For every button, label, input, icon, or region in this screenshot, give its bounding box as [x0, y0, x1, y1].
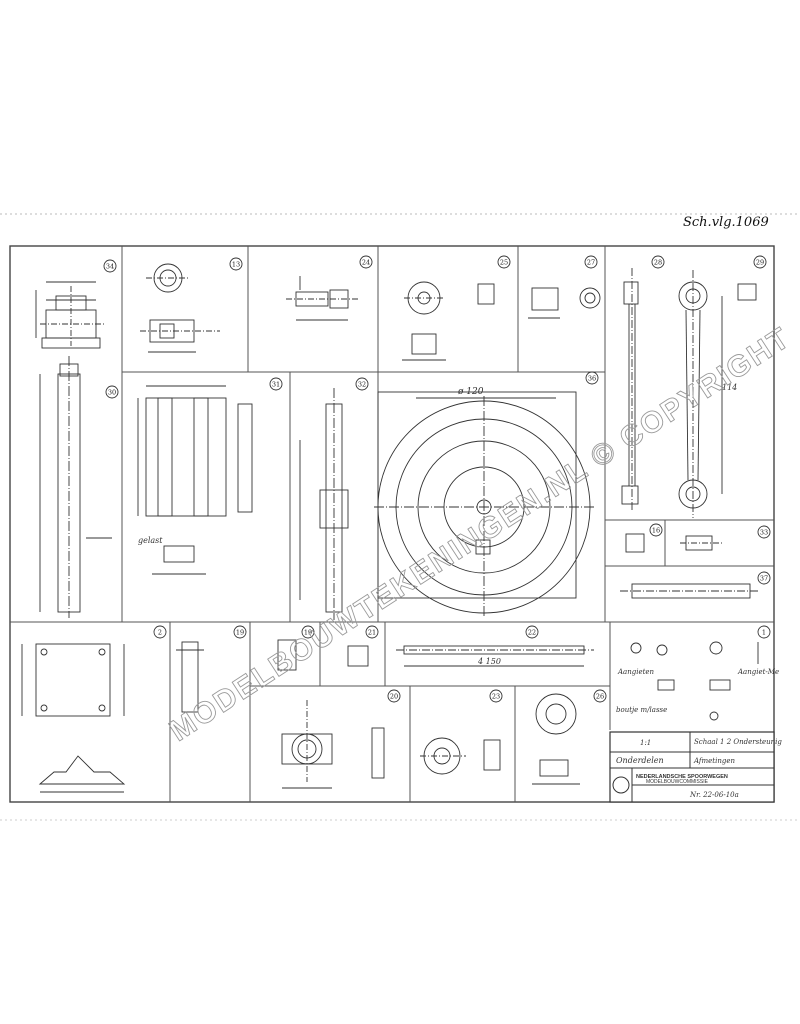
note-boutje: boutje m/lasse: [616, 706, 667, 714]
part-number-label: 32: [358, 381, 366, 389]
rod-length-label: 114: [722, 383, 737, 392]
part-number-p-i: 31: [269, 377, 283, 391]
part-number-p-h: 30: [105, 385, 119, 399]
wheel-diameter-label: ø 120: [457, 387, 484, 397]
part-number-p-s: 1: [757, 625, 771, 639]
title-scale: 1:1: [640, 739, 651, 747]
annotations: ø 120 114 4 150 gelast Aangieten Aangiet…: [138, 383, 779, 714]
part-number-label: 37: [760, 575, 768, 583]
top-left-detail: [35, 263, 757, 518]
part-number-p-v: 26: [593, 689, 607, 703]
part-number-p-m: 33: [757, 525, 771, 539]
part-number-p-n: 37: [757, 571, 771, 585]
welded-label: gelast: [138, 536, 163, 545]
sheet-frame: [9, 245, 775, 803]
part-number-label: 23: [492, 693, 500, 701]
part-number-p-o: 19: [233, 625, 247, 639]
part-number-p-l: 16: [649, 523, 663, 537]
part-number-p-g: 29: [753, 255, 767, 269]
part-number-label: 13: [232, 261, 240, 269]
part-number-label: 21: [368, 629, 376, 637]
part-number-label: 19: [236, 629, 244, 637]
part-number-p-d: 25: [497, 255, 511, 269]
part-number-p-u: 23: [489, 689, 503, 703]
part-number-p-p: 19: [301, 625, 315, 639]
part-number-p-c: 24: [359, 255, 373, 269]
title-dimensions: Afmetingen: [693, 757, 735, 765]
part-number-label: 2: [158, 629, 162, 637]
part-number-label: 36: [588, 375, 596, 383]
part-number-label: 33: [760, 529, 768, 537]
title-number: Nr. 22-06-10a: [689, 791, 739, 799]
part-number-p-t: 20: [387, 689, 401, 703]
part-number-label: 31: [272, 381, 280, 389]
part-number-label: 30: [108, 389, 116, 397]
part-number-label: 16: [652, 527, 660, 535]
middle-detail: [39, 356, 760, 620]
bottom-detail: [21, 639, 759, 793]
note-aangiet-me: Aangiet-Me: [737, 668, 779, 676]
part-number-p-r: 22: [525, 625, 539, 639]
part-number-p-e: 27: [584, 255, 598, 269]
title-parts: Onderdelen: [616, 756, 664, 765]
part-number-label: 19: [304, 629, 312, 637]
title-org-2: MODELBOUWCOMMISSIE: [646, 779, 709, 785]
part-number-label: 26: [596, 693, 604, 701]
part-number-p-a: 34: [103, 259, 117, 273]
title-org-1: NEDERLANDSCHE SPOORWEGEN: [636, 774, 728, 780]
part-number-label: 24: [362, 259, 370, 267]
part-number-label: 25: [500, 259, 508, 267]
part-number-markers: 34 13 24 25 27 28 29 30 31 32 36 16 33 37 19 19 21 22 1 20 2…: [103, 255, 771, 703]
title-description: Schaal 1 2 Ondersteunig: [694, 738, 782, 746]
part-number-p-q: 21: [365, 625, 379, 639]
part-number-label: 22: [528, 629, 536, 637]
part-number-p-j: 32: [355, 377, 369, 391]
part-number-label: 27: [587, 259, 595, 267]
part-number-label: 28: [654, 259, 662, 267]
part-number-label: 34: [106, 263, 114, 271]
title-block: 1:1 Schaal 1 2 Ondersteunig Onderdelen A…: [609, 731, 782, 803]
part-number-p-b: 13: [229, 257, 243, 271]
part-number-label: 20: [390, 693, 398, 701]
part-number-label: 1: [762, 629, 766, 637]
rail-length-label: 4 150: [477, 657, 501, 666]
part-number-p-f: 28: [651, 255, 665, 269]
part-number-p-w: 2: [153, 625, 167, 639]
part-number-label: 29: [756, 259, 764, 267]
handwritten-note: Sch.vlg.1069: [683, 215, 769, 230]
note-aangieten: Aangieten: [617, 668, 655, 676]
part-number-p-k: 36: [585, 371, 599, 385]
